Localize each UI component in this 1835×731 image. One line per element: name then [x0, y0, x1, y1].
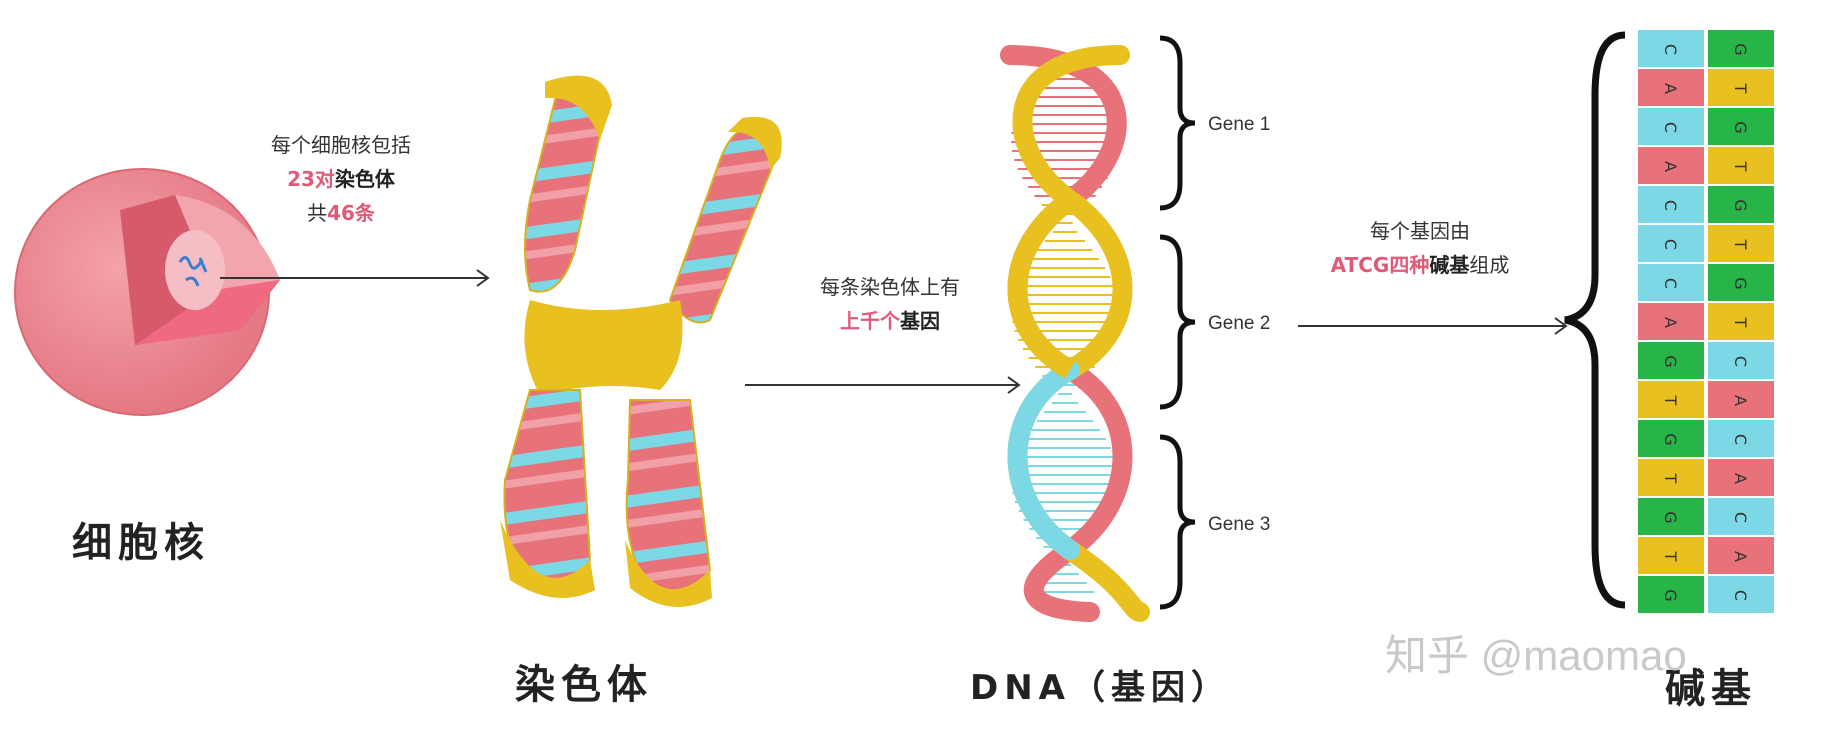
base-cell [1708, 381, 1774, 418]
base-cell [1708, 30, 1774, 67]
total-prefix: 共 [307, 201, 328, 225]
base-letter: C [1661, 278, 1680, 289]
base-cell [1638, 498, 1704, 535]
base-letter: G [1661, 433, 1680, 445]
base-letter: C [1731, 590, 1750, 601]
gene-label-3: Gene 3 [1208, 514, 1271, 535]
base-letter: G [1731, 121, 1750, 133]
base-letter: C [1661, 239, 1680, 250]
gene-count: 上千个 [840, 309, 900, 333]
base-cell [1638, 303, 1704, 340]
base-letter: G [1731, 199, 1750, 211]
base-letter: G [1661, 355, 1680, 367]
gene-word: 基因 [900, 309, 940, 333]
pair-count: 23对 [287, 167, 335, 191]
base-cell [1638, 147, 1704, 184]
dna-annotation: 每个基因由 ATCG四种碱基组成 [1290, 214, 1550, 282]
base-letter: A [1731, 473, 1750, 484]
base-letter: G [1731, 277, 1750, 289]
base-cell [1708, 576, 1774, 613]
gene-label-2: Gene 2 [1208, 313, 1271, 334]
base-cell [1708, 459, 1774, 496]
base-cell [1638, 537, 1704, 574]
base-cell [1708, 186, 1774, 223]
base-cell [1638, 69, 1704, 106]
chromosome-word: 染色体 [334, 167, 395, 191]
base-letter: C [1661, 200, 1680, 211]
base-cell [1708, 147, 1774, 184]
gene-label-1: Gene 1 [1208, 114, 1271, 135]
base-grid: C G A T C G A T C G C T C G A T G C T A G C T A G C T A G C [1638, 30, 1774, 613]
base-letter: A [1661, 83, 1680, 94]
base-letter: C [1731, 434, 1750, 445]
watermark: 知乎 @maomao [1385, 632, 1687, 679]
base-cell [1708, 420, 1774, 457]
nucleus-annotation: 每个细胞核包括 23对染色体 共46条 [236, 128, 446, 230]
base-cell [1638, 381, 1704, 418]
base-letter: T [1731, 161, 1750, 172]
base-cell [1638, 264, 1704, 301]
dna-annotation-line1: 每个基因由 [1370, 219, 1470, 243]
base-cell [1708, 69, 1774, 106]
base-letter: T [1731, 317, 1750, 328]
base-word: 碱基 [1429, 253, 1470, 277]
base-cell [1708, 303, 1774, 340]
base-cell [1638, 576, 1704, 613]
chromosome-annotation-line1: 每条染色体上有 [820, 275, 960, 299]
base-cell [1638, 186, 1704, 223]
base-letter: A [1731, 395, 1750, 406]
base-cell [1638, 342, 1704, 379]
base-letter: T [1731, 83, 1750, 94]
chromosome-annotation: 每条染色体上有 上千个基因 [770, 270, 1010, 338]
nucleus-caption: 细胞核 [72, 520, 210, 566]
base-letter: G [1731, 43, 1750, 55]
nucleus-annotation-line1: 每个细胞核包括 [271, 133, 411, 157]
base-cell [1638, 459, 1704, 496]
base-letter: C [1661, 122, 1680, 133]
base-letter: T [1661, 395, 1680, 406]
base-letter: T [1731, 239, 1750, 250]
base-letter: C [1661, 44, 1680, 55]
base-types: ATCG四种 [1330, 253, 1430, 277]
chromosome-caption: 染色体 [515, 662, 653, 708]
base-letter: A [1661, 317, 1680, 328]
base-cell [1638, 30, 1704, 67]
base-cell [1708, 498, 1774, 535]
total-count: 46条 [327, 201, 375, 225]
base-letter: T [1661, 473, 1680, 484]
base-letter: G [1661, 589, 1680, 601]
base-cell [1638, 108, 1704, 145]
base-cell [1638, 420, 1704, 457]
base-cell [1708, 108, 1774, 145]
dna-caption: DNA（基因） [970, 668, 1231, 708]
base-cell [1708, 342, 1774, 379]
base-letter: C [1731, 512, 1750, 523]
base-cell [1638, 225, 1704, 262]
bases-caption: 碱基 [1665, 666, 1757, 712]
base-cell [1708, 537, 1774, 574]
base-letter: C [1731, 356, 1750, 367]
base-letter: A [1661, 161, 1680, 172]
base-letter: T [1661, 551, 1680, 562]
base-cell [1708, 264, 1774, 301]
base-cell [1708, 225, 1774, 262]
base-letter: G [1661, 511, 1680, 523]
compose-word: 组成 [1469, 253, 1510, 277]
base-letter: A [1731, 551, 1750, 562]
